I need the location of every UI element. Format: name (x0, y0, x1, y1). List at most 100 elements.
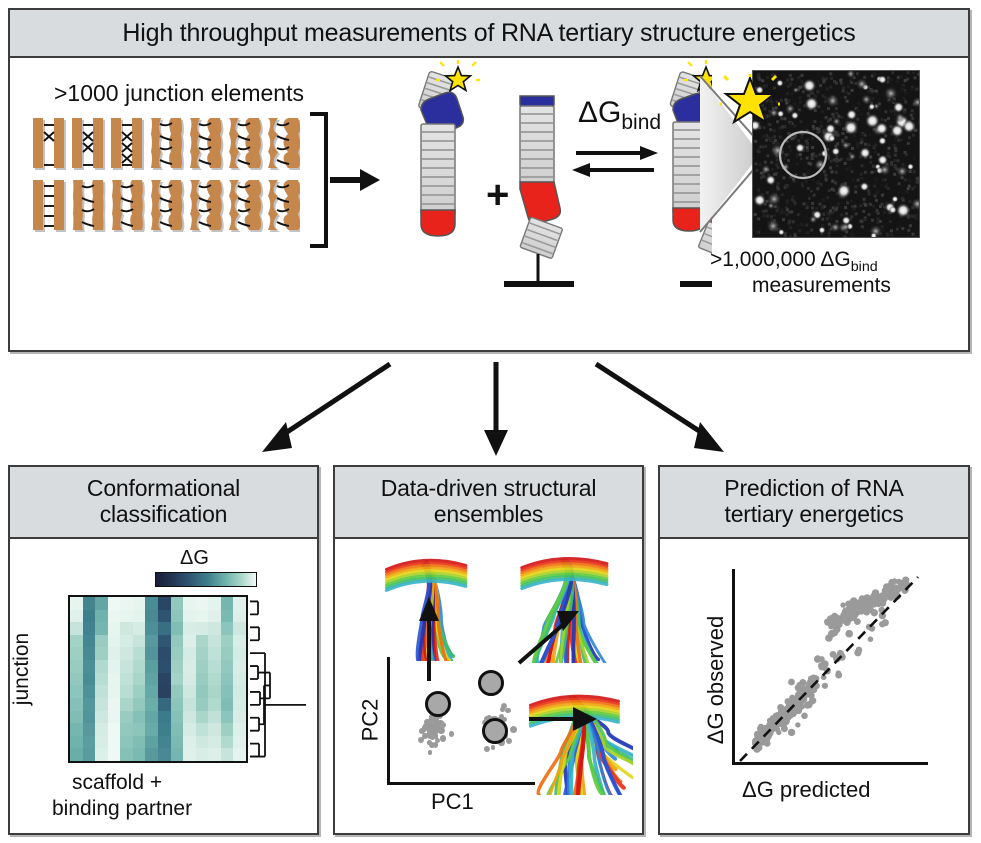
heatmap-cell (95, 672, 108, 686)
pca-highlighted-point[interactable] (425, 691, 452, 718)
heatmap-cell (208, 672, 221, 686)
heatmap-cell (170, 748, 184, 761)
heatmap-cell (233, 710, 246, 724)
prediction-point (893, 586, 899, 593)
junction-element (229, 180, 264, 232)
prediction-point (795, 722, 801, 728)
pca-axes (387, 657, 535, 785)
rna-helix-arc (528, 694, 620, 707)
pca-point (427, 728, 434, 734)
junction-element-grid (28, 116, 303, 241)
pca-highlighted-point[interactable] (482, 718, 509, 745)
panel-conformational-body: ΔG junction scaffold + binding partner (10, 539, 317, 833)
heatmap-cell (233, 660, 246, 673)
junction-element (151, 180, 185, 232)
heatmap-cell (220, 609, 234, 623)
prediction-point (867, 636, 874, 642)
binding-reaction-scheme: + (418, 58, 712, 287)
heatmap-cell (183, 697, 196, 711)
prediction-point (788, 678, 795, 686)
rna-helix-arc (520, 572, 609, 585)
heatmap-cell (70, 685, 83, 698)
rna-helix-arc (385, 576, 468, 590)
prediction-point (762, 725, 770, 732)
pca-point (422, 724, 428, 731)
heatmap-cell (132, 597, 146, 610)
heatmap-cell (120, 634, 133, 648)
rna-helix-arc (528, 697, 620, 710)
heatmap-cell (157, 672, 171, 686)
pca-point (427, 750, 433, 755)
heatmap-cell (70, 735, 83, 749)
pca-point (501, 716, 508, 723)
pca-x-axis (387, 782, 535, 785)
prediction-title-line2: tertiary energetics (724, 501, 904, 527)
prediction-x-axis-label: ΔG predicted (742, 777, 871, 802)
junction-element (190, 180, 224, 232)
heatmap-cell (82, 634, 96, 648)
prediction-point (845, 629, 853, 638)
heatmap-cell (170, 672, 184, 686)
heatmap-cell (95, 710, 108, 724)
heatmap-cell (183, 735, 196, 749)
heatmap-cell (120, 710, 133, 724)
heatmap-cell (145, 710, 158, 724)
heatmap-cell (220, 597, 234, 610)
prediction-point (795, 684, 802, 691)
heatmap-cell (107, 710, 121, 724)
pca-point (426, 731, 434, 739)
panel-prediction-title: Prediction of RNA tertiary energetics (660, 467, 968, 539)
prediction-point (845, 600, 852, 608)
heatmap-cell (195, 710, 209, 724)
heatmap-cell (170, 609, 184, 623)
heatmap-cell (208, 597, 221, 610)
heatmap-cell (82, 622, 96, 635)
pca-point (484, 745, 491, 752)
panel-high-throughput: High throughput measurements of RNA tert… (8, 8, 970, 352)
heatmap-cell (170, 697, 184, 711)
rna-helix-arc (528, 699, 620, 713)
panel-prediction-body: ΔG observed ΔG predicted (660, 539, 968, 833)
heatmap-cell (195, 735, 209, 749)
heatmap-cell (208, 748, 221, 761)
prediction-point (805, 701, 813, 709)
pca-point (426, 721, 433, 728)
pca-point (421, 732, 428, 740)
heatmap-cell (170, 634, 184, 648)
prediction-point (831, 629, 839, 637)
panel-conformational-classification: Conformational classification ΔG junctio… (8, 465, 319, 835)
heatmap-cell (233, 622, 246, 635)
micrograph-caption-line2: measurements (752, 274, 891, 297)
heatmap-cell (195, 748, 209, 761)
prediction-point (836, 617, 843, 624)
heatmap-cell (220, 710, 234, 724)
heatmap-cell (157, 748, 171, 761)
heatmap-cell (170, 647, 184, 661)
heatmap-cell (183, 622, 196, 635)
prediction-point (777, 706, 785, 713)
pca-point (438, 720, 445, 727)
heatmap-cell (183, 609, 196, 623)
heatmap-cell (208, 697, 221, 711)
pca-point (427, 740, 433, 746)
conformational-title-line2: classification (99, 501, 228, 527)
prediction-point (840, 602, 846, 608)
rna-helix-arc (520, 570, 609, 583)
rna-helix-arc (520, 577, 609, 591)
panel-prediction-energetics: Prediction of RNA tertiary energetics ΔG… (658, 465, 970, 835)
heatmap-cell (145, 622, 158, 635)
pca-x-axis-label: PC1 (431, 789, 474, 814)
prediction-axes (732, 569, 928, 765)
pca-highlighted-point[interactable] (477, 669, 504, 696)
rna-helix-arc (528, 702, 620, 715)
pca-point (436, 726, 444, 734)
prediction-point (835, 671, 843, 679)
heatmap-cell (120, 672, 133, 686)
heatmap-cell (70, 647, 83, 661)
heatmap-cell (170, 597, 184, 610)
heatmap-cell (120, 622, 133, 635)
heatmap-cell (107, 660, 121, 673)
heatmap-cell (107, 735, 121, 749)
heatmap-cell (233, 647, 246, 661)
heatmap-cell (233, 597, 246, 610)
